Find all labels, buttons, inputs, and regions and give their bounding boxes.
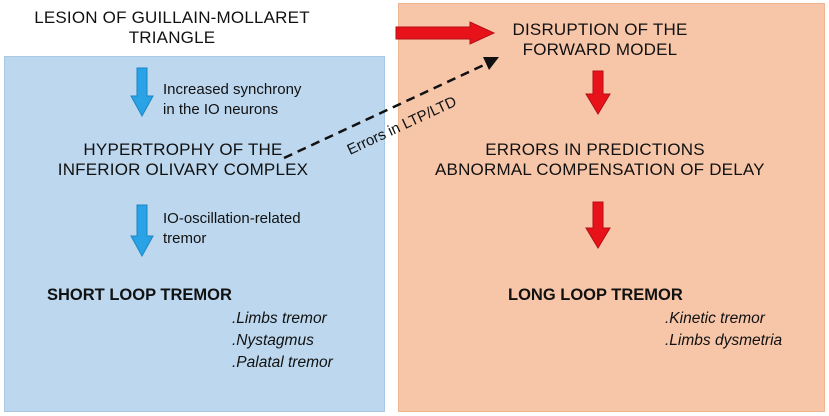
node-lesion: LESION OF GUILLAIN-MOLLARET TRIANGLE — [22, 8, 322, 48]
label-io-oscillation-line-2: tremor — [163, 229, 207, 247]
label-synchrony-line-2: in the IO neurons — [163, 100, 279, 118]
arrow-hypertrophy-to-short-loop — [130, 204, 154, 258]
label-synchrony: Increased synchrony in the IO neurons — [163, 80, 301, 119]
short-loop-title: SHORT LOOP TREMOR — [47, 286, 232, 304]
arrow-dashed-head — [483, 57, 499, 70]
arrow-errors-to-long-loop — [585, 201, 611, 249]
node-errors-predictions-line-2: ABNORMAL COMPENSATION OF DELAY — [435, 159, 765, 179]
long-loop-title: LONG LOOP TREMOR — [508, 286, 683, 304]
label-synchrony-line-1: Increased synchrony — [163, 81, 302, 98]
right-panel — [398, 3, 825, 412]
label-ltp-ltd: Errors in LTP/LTD — [345, 93, 460, 159]
node-disruption: DISRUPTION OF THE FORWARD MODEL — [505, 20, 695, 60]
arrow-lesion-to-disruption — [395, 21, 496, 45]
node-hypertrophy-line-1: HYPERTROPHY OF THE — [83, 140, 283, 159]
label-io-oscillation-line-1: IO-oscillation-related — [163, 210, 301, 227]
arrow-disruption-to-errors — [585, 70, 611, 115]
arrow-hypertrophy-to-disruption-dashed — [283, 62, 487, 160]
node-lesion-line-1: LESION OF GUILLAIN-MOLLARET — [34, 8, 310, 27]
label-io-oscillation: IO-oscillation-related tremor — [163, 209, 301, 248]
node-hypertrophy: HYPERTROPHY OF THE INFERIOR OLIVARY COMP… — [55, 140, 311, 180]
node-errors-predictions: ERRORS IN PREDICTIONS ABNORMAL COMPENSAT… — [435, 140, 765, 180]
long-loop-items: .Kinetic tremor .Limbs dysmetria — [665, 308, 782, 352]
left-panel — [4, 56, 385, 412]
node-lesion-line-2: TRIANGLE — [128, 27, 216, 47]
short-loop-item: .Palatal tremor — [232, 354, 333, 371]
node-disruption-line-1: DISRUPTION OF THE — [512, 20, 688, 39]
arrow-lesion-to-hypertrophy — [130, 67, 154, 118]
node-errors-predictions-line-1: ERRORS IN PREDICTIONS — [485, 140, 705, 159]
node-hypertrophy-line-2: INFERIOR OLIVARY COMPLEX — [57, 159, 309, 179]
short-loop-item: .Limbs tremor — [232, 310, 327, 327]
short-loop-items: .Limbs tremor .Nystagmus .Palatal tremor — [232, 308, 333, 374]
short-loop-item: .Nystagmus — [232, 332, 314, 349]
node-disruption-line-2: FORWARD MODEL — [522, 39, 678, 59]
long-loop-item: .Limbs dysmetria — [665, 332, 783, 349]
long-loop-item: .Kinetic tremor — [665, 310, 765, 327]
